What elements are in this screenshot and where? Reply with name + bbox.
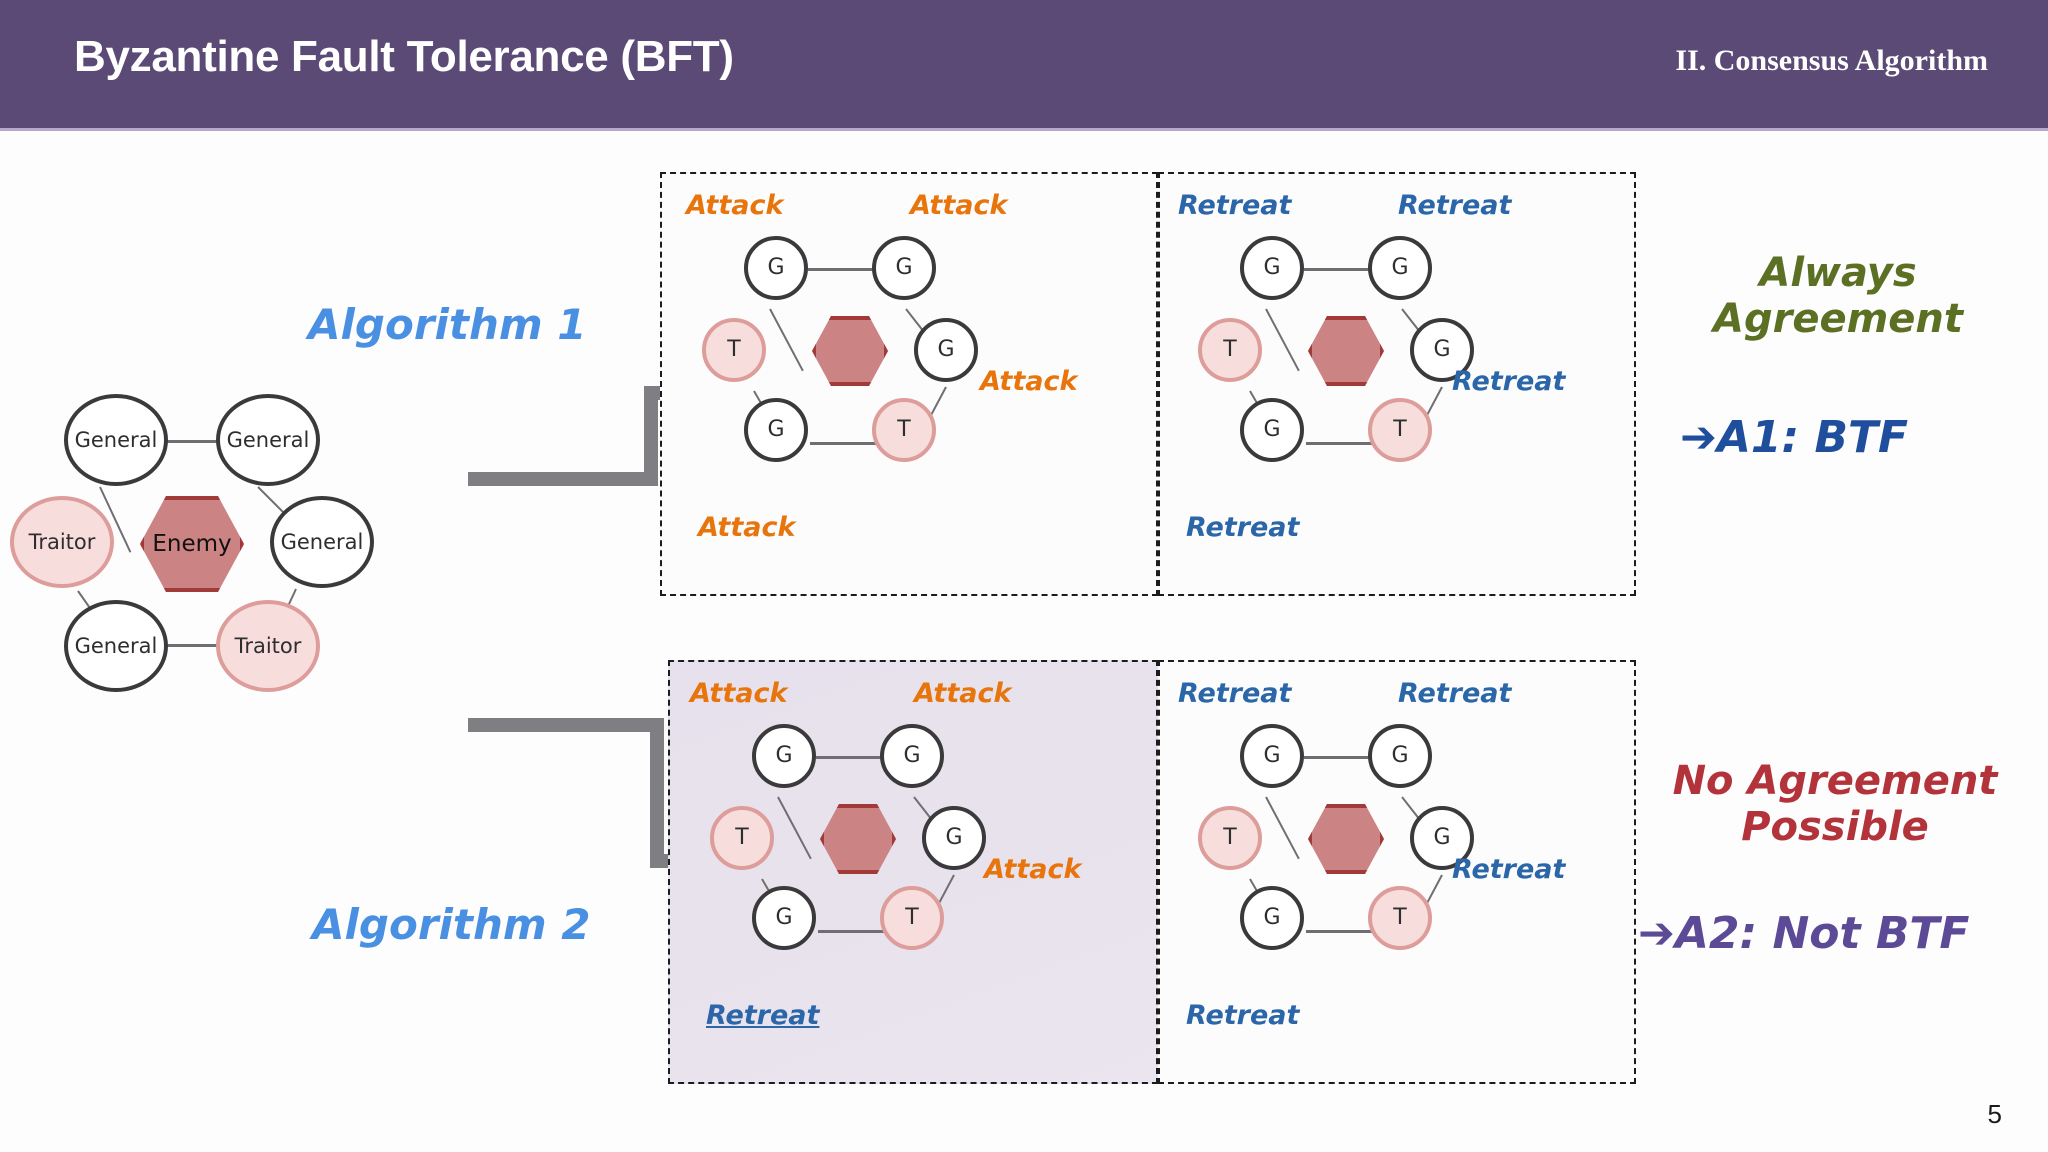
- ring-edge: [148, 440, 260, 443]
- ring-edge: [1306, 930, 1404, 933]
- conclusion-2-result: ➔A2: Not BTF: [1638, 908, 1970, 959]
- ring-node-general: General: [64, 600, 168, 692]
- vote-label-right: Retreat: [1452, 366, 1566, 397]
- vote-label-top-left: Attack: [690, 678, 788, 709]
- panel-node-traitor: T: [1198, 318, 1262, 382]
- ring-edge: [150, 644, 258, 647]
- vote-label-top-right: Retreat: [1398, 190, 1512, 221]
- enemy-hexagon: [820, 804, 896, 874]
- panel-node-general: G: [1240, 236, 1304, 300]
- vote-label-right: Attack: [984, 854, 1082, 885]
- panel-node-traitor: T: [1368, 886, 1432, 950]
- conclusion-1-result: ➔A1: BTF: [1680, 412, 1909, 463]
- vote-label-top-right: Attack: [910, 190, 1008, 221]
- vote-label-bottom-left: Retreat: [1186, 512, 1300, 543]
- panel-algorithm2-mixed: G G G T G T Attack Attack Attack Retreat: [668, 660, 1158, 1084]
- panel-node-general: G: [1410, 806, 1474, 870]
- ring-edge: [777, 796, 812, 860]
- panel-node-general: G: [872, 236, 936, 300]
- panel-ring: G G G T G T: [670, 662, 1156, 1082]
- vote-label-top-left: Retreat: [1178, 678, 1292, 709]
- panel-algorithm1-retreat: G G G T G T Retreat Retreat Retreat Retr…: [1158, 172, 1636, 596]
- vote-label-top-right: Retreat: [1398, 678, 1512, 709]
- ring-node-traitor: Traitor: [10, 496, 114, 588]
- arrow2-segment-h1: [468, 718, 664, 732]
- ring-node-traitor: Traitor: [216, 600, 320, 692]
- vote-label-top-right: Attack: [914, 678, 1012, 709]
- ring-edge: [1304, 756, 1408, 759]
- arrow2-segment-v: [650, 718, 664, 868]
- panel-node-traitor: T: [880, 886, 944, 950]
- panel-node-general: G: [752, 886, 816, 950]
- ring-edge: [818, 930, 916, 933]
- branch-label-algorithm-2: Algorithm 2: [312, 900, 591, 949]
- vote-label-top-left: Attack: [686, 190, 784, 221]
- panel-node-traitor: T: [872, 398, 936, 462]
- enemy-hexagon: [1308, 316, 1384, 386]
- ring-edge: [1306, 442, 1404, 445]
- ring-edge: [1265, 308, 1300, 372]
- arrow1-segment-v: [644, 386, 658, 486]
- panel-node-general: G: [1368, 724, 1432, 788]
- vote-label-top-left: Retreat: [1178, 190, 1292, 221]
- panel-node-general: G: [1368, 236, 1432, 300]
- panel-node-traitor: T: [1368, 398, 1432, 462]
- ring-node-general: General: [270, 496, 374, 588]
- enemy-hexagon: [812, 316, 888, 386]
- conclusion-2-statement: No Agreement Possible: [1672, 758, 1998, 850]
- vote-label-bottom-left: Retreat: [706, 1000, 820, 1031]
- enemy-hexagon: Enemy: [140, 496, 244, 592]
- vote-label-right: Retreat: [1452, 854, 1566, 885]
- panel-algorithm2-retreat: G G G T G T Retreat Retreat Retreat Retr…: [1158, 660, 1636, 1084]
- header-divider: [0, 128, 2048, 131]
- panel-node-general: G: [1410, 318, 1474, 382]
- ring-edge: [1265, 796, 1300, 860]
- panel-node-general: G: [752, 724, 816, 788]
- ring-node-general: General: [64, 394, 168, 486]
- enemy-hexagon: [1308, 804, 1384, 874]
- panel-node-general: G: [744, 398, 808, 462]
- page-number: 5: [1987, 1099, 2002, 1129]
- panel-node-general: G: [880, 724, 944, 788]
- ring-edge: [810, 442, 908, 445]
- ring-edge: [769, 308, 804, 372]
- panel-node-general: G: [1240, 724, 1304, 788]
- section-label: II. Consensus Algorithm: [1675, 44, 1988, 77]
- ring-edge: [1304, 268, 1408, 271]
- panel-algorithm1-attack: G G G T G T Attack Attack Attack Attack: [660, 172, 1158, 596]
- panel-node-traitor: T: [1198, 806, 1262, 870]
- panel-node-general: G: [744, 236, 808, 300]
- vote-label-right: Attack: [980, 366, 1078, 397]
- branch-label-algorithm-1: Algorithm 1: [308, 300, 587, 349]
- panel-ring: G G G T G T: [1160, 662, 1634, 1082]
- vote-label-bottom-left: Retreat: [1186, 1000, 1300, 1031]
- panel-node-general: G: [922, 806, 986, 870]
- panel-ring: G G G T G T: [1160, 174, 1634, 594]
- ring-node-general: General: [216, 394, 320, 486]
- slide-header: [0, 0, 2048, 128]
- panel-node-traitor: T: [710, 806, 774, 870]
- page-title: Byzantine Fault Tolerance (BFT): [74, 32, 734, 81]
- vote-label-bottom-left: Attack: [698, 512, 796, 543]
- panel-ring: G G G T G T: [662, 174, 1156, 594]
- ring-edge: [816, 756, 920, 759]
- conclusion-1-statement: Always Agreement: [1713, 250, 1963, 342]
- panel-node-traitor: T: [702, 318, 766, 382]
- ring-edge: [808, 268, 912, 271]
- panel-node-general: G: [1240, 886, 1304, 950]
- byzantine-generals-ring: General General General Traitor General …: [0, 390, 420, 692]
- panel-node-general: G: [914, 318, 978, 382]
- arrow1-segment-h1: [468, 472, 658, 486]
- panel-node-general: G: [1240, 398, 1304, 462]
